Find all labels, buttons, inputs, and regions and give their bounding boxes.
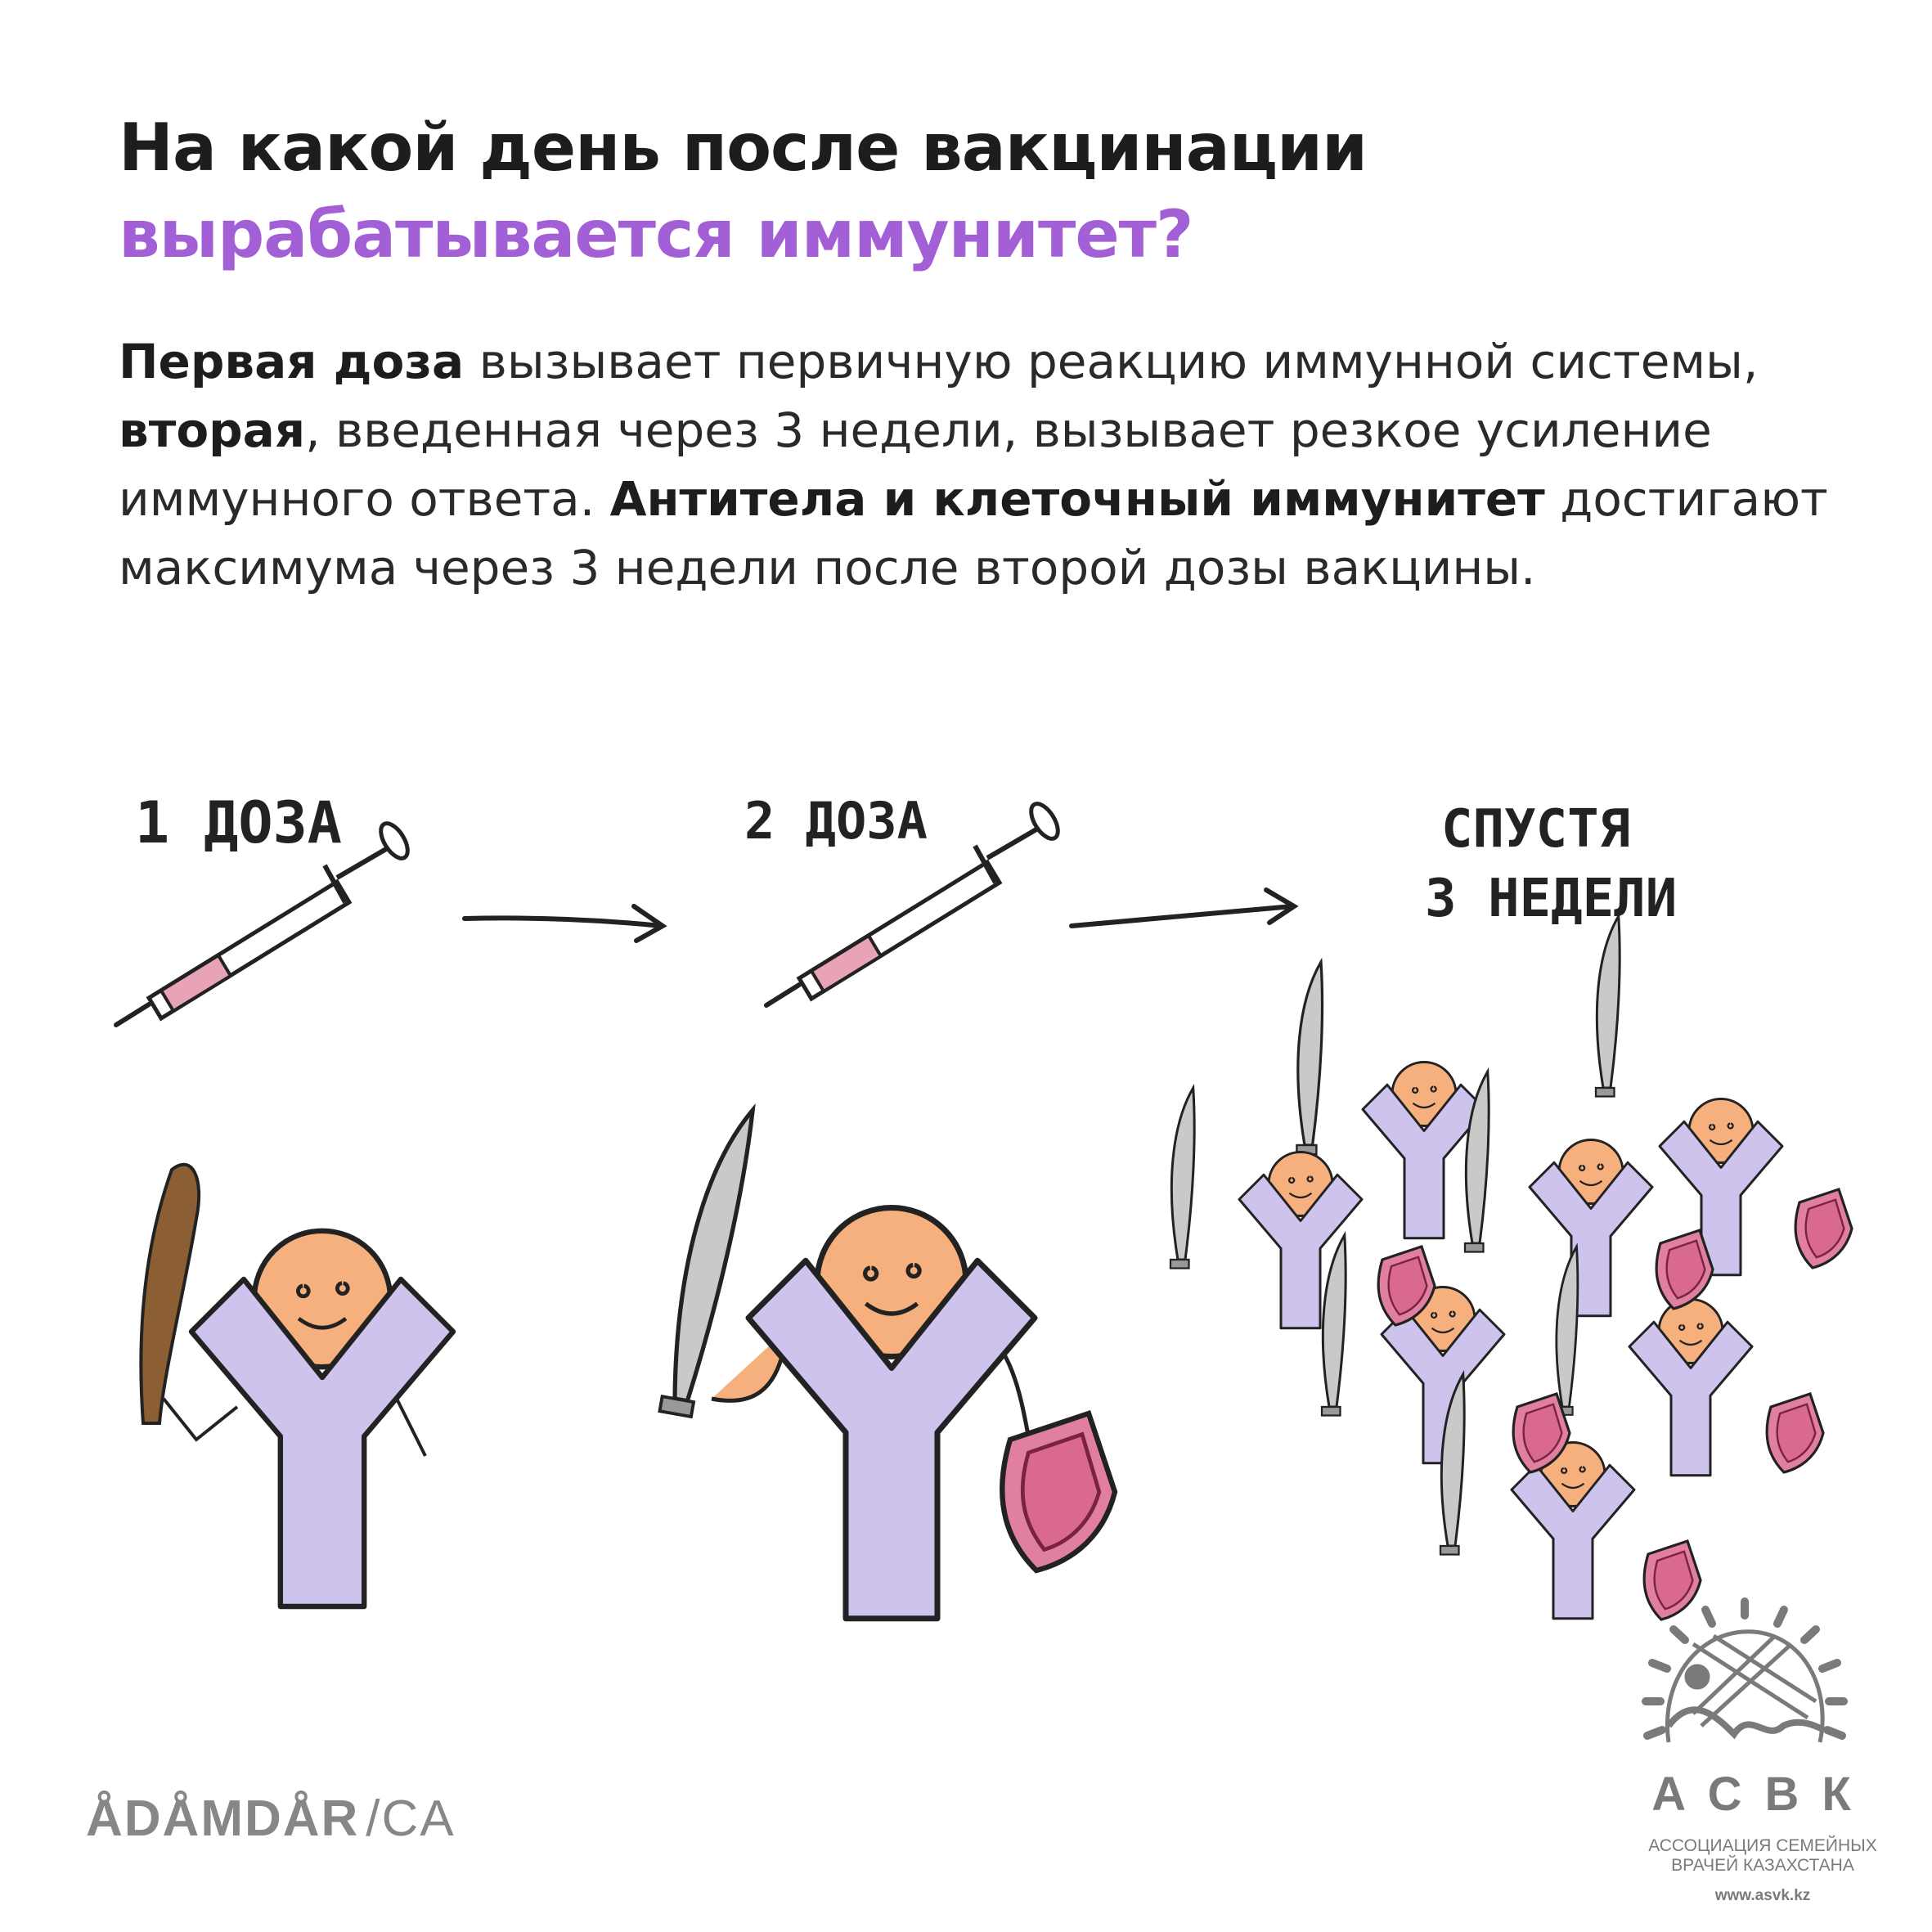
adamdar-logo-text: ÅDÅMDÅR bbox=[86, 1790, 360, 1847]
antibody-army bbox=[1169, 914, 1853, 1621]
club-icon bbox=[139, 1162, 201, 1425]
text-1: вызывает первичную реакцию иммунной сист… bbox=[464, 334, 1759, 389]
adamdar-logo-suffix: /CA bbox=[366, 1790, 456, 1847]
title-line-2-accent: вырабатывается иммунитет? bbox=[119, 196, 1193, 272]
arrow-icon-1 bbox=[462, 904, 667, 943]
asvk-abbr: АСВК bbox=[1651, 1768, 1874, 1821]
title-line-1: На какой день после вакцинации bbox=[119, 110, 1368, 186]
bold-first-dose: Первая доза bbox=[119, 334, 465, 389]
asvk-full-name-2: ВРАЧЕЙ КАЗАХСТАНА bbox=[1671, 1856, 1854, 1875]
label-after-line-2: 3 НЕДЕЛИ bbox=[1425, 869, 1677, 929]
shield-icon bbox=[1002, 1413, 1115, 1570]
sword-icon bbox=[659, 1103, 754, 1418]
asvk-logo: АСВК АССОЦИАЦИЯ СЕМЕЙНЫХ ВРАЧЕЙ КАЗАХСТА… bbox=[1628, 1603, 1898, 1905]
label-after-line-1: СПУСТЯ bbox=[1441, 799, 1630, 860]
asvk-full-name-1: АССОЦИАЦИЯ СЕМЕЙНЫХ bbox=[1648, 1836, 1877, 1855]
text-3: достигают максимума через 3 недели после… bbox=[119, 471, 1828, 595]
asvk-url: www.asvk.kz bbox=[1714, 1887, 1811, 1904]
bold-antibodies: Антитела и клеточный иммунитет bbox=[609, 471, 1545, 527]
label-dose-1: 1 ДОЗА bbox=[135, 789, 342, 856]
text-2: , введенная через 3 недели, вызывает рез… bbox=[119, 402, 1712, 527]
arrow-icon-2 bbox=[1069, 887, 1299, 928]
label-dose-2: 2 ДОЗА bbox=[744, 791, 928, 851]
page-title: На какой день после вакцинации вырабатыв… bbox=[119, 105, 1368, 278]
antibody-figure-sword-shield bbox=[659, 1103, 1115, 1619]
antibody-figure-club bbox=[139, 1162, 453, 1606]
body-paragraph: Первая доза вызывает первичную реакцию и… bbox=[119, 327, 1853, 602]
bold-second: вторая bbox=[119, 402, 306, 458]
asvk-emblem-icon bbox=[1642, 1597, 1848, 1743]
adamdar-logo: ÅDÅMDÅR/CA bbox=[86, 1790, 456, 1848]
